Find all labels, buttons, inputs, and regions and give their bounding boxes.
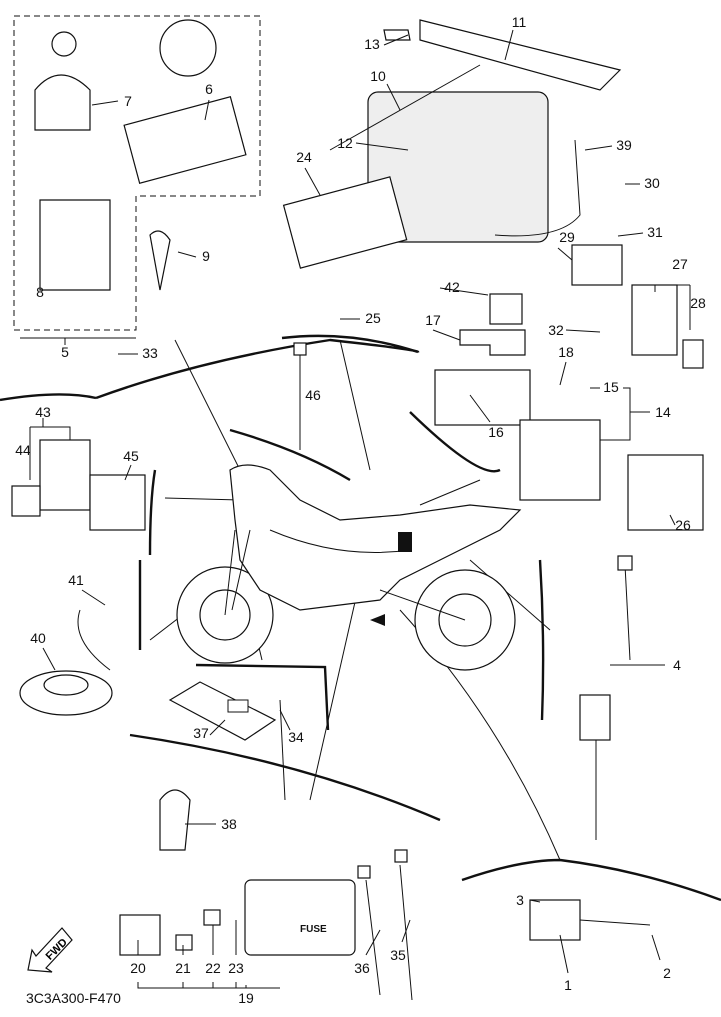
- part-number-27: 27: [672, 256, 688, 272]
- part-number-32: 32: [548, 322, 564, 338]
- part-number-31: 31: [647, 224, 663, 240]
- part-number-33: 33: [142, 345, 158, 361]
- leader-lines: [20, 29, 691, 989]
- part-number-30: 30: [644, 175, 660, 191]
- connector-mark: [398, 532, 412, 552]
- motorcycle-illustration: [176, 464, 522, 671]
- part-number-5: 5: [61, 344, 69, 360]
- diagram-code: 3C3A300-F470: [26, 990, 121, 1006]
- part-number-22: 22: [205, 960, 221, 976]
- part-number-24: 24: [296, 149, 312, 165]
- part-number-19: 19: [238, 990, 254, 1006]
- part-number-28: 28: [690, 295, 706, 311]
- part-number-25: 25: [365, 310, 381, 326]
- cdi-unit: [282, 176, 408, 269]
- part-number-2: 2: [663, 965, 671, 981]
- part-number-43: 43: [35, 404, 51, 420]
- part-number-26: 26: [675, 517, 691, 533]
- part-number-42: 42: [444, 279, 460, 295]
- part-number-23: 23: [228, 960, 244, 976]
- key-set-group-box: [13, 15, 261, 331]
- battery-band: [419, 19, 622, 91]
- part-number-3: 3: [516, 892, 524, 908]
- fwd-arrow: FWD: [27, 927, 73, 973]
- battery: [367, 91, 549, 243]
- part-number-18: 18: [558, 344, 574, 360]
- part-number-13: 13: [364, 36, 380, 52]
- part-number-41: 41: [68, 572, 84, 588]
- part-number-16: 16: [488, 424, 504, 440]
- part-number-1: 1: [564, 977, 572, 993]
- part-number-40: 40: [30, 630, 46, 646]
- part-number-10: 10: [370, 68, 386, 84]
- part-number-39: 39: [616, 137, 632, 153]
- part-number-46: 46: [305, 387, 321, 403]
- part-number-36: 36: [354, 960, 370, 976]
- part-number-29: 29: [559, 229, 575, 245]
- part-number-37: 37: [193, 725, 209, 741]
- part-number-4: 4: [673, 657, 681, 673]
- part-number-38: 38: [221, 816, 237, 832]
- part-number-8: 8: [36, 284, 44, 300]
- parts: [11, 19, 704, 1001]
- part-number-15: 15: [603, 379, 619, 395]
- part-number-21: 21: [175, 960, 191, 976]
- arrow-mark: [370, 614, 385, 626]
- part-number-7: 7: [124, 93, 132, 109]
- part-number-11: 11: [512, 14, 527, 30]
- part-number-20: 20: [130, 960, 146, 976]
- part-number-17: 17: [425, 312, 441, 328]
- part-number-14: 14: [655, 404, 671, 420]
- fuse-label: FUSE: [300, 924, 327, 935]
- part-number-12: 12: [337, 135, 353, 151]
- part-number-9: 9: [202, 248, 210, 264]
- part-number-34: 34: [288, 729, 304, 745]
- part-number-6: 6: [205, 81, 213, 97]
- divider-lines: [0, 334, 721, 902]
- part-number-45: 45: [123, 448, 139, 464]
- part-number-35: 35: [390, 947, 406, 963]
- ecu: [123, 96, 247, 184]
- part-number-44: 44: [15, 442, 31, 458]
